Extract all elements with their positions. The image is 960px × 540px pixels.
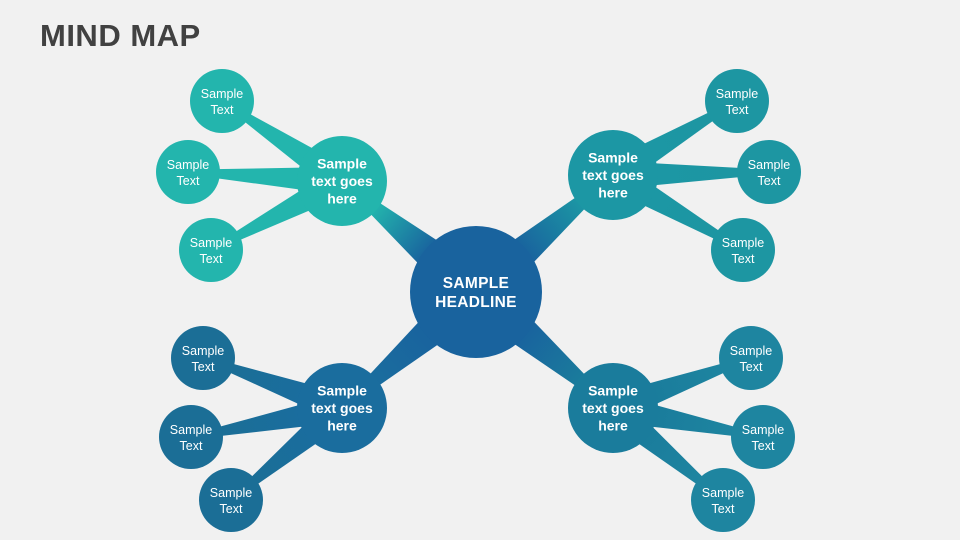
node-top-right-leaf-1-label-line-2: Text — [726, 103, 749, 117]
node-top-right-leaf-1-circle[interactable] — [705, 69, 769, 133]
node-top-left-leaf-1-circle[interactable] — [190, 69, 254, 133]
connector-center-to-bottom-right — [513, 320, 587, 387]
node-hub-top-right-label-line-1: Sample — [588, 150, 638, 166]
page-title: MIND MAP — [40, 18, 201, 53]
connector-bottom-right-to-leaf-2 — [651, 404, 737, 437]
node-top-right-leaf-2-circle[interactable] — [737, 140, 801, 204]
connector-bottom-right-to-leaf-3 — [637, 425, 705, 486]
connector-bottom-left-to-leaf-3 — [249, 425, 318, 486]
connector-top-left-to-leaf-1 — [242, 112, 314, 168]
node-bottom-right-leaf-3-label-line-1: Sample — [702, 486, 744, 500]
node-hub-top-left-label-line-2: text goes — [311, 173, 373, 189]
node-bottom-right-leaf-1-circle[interactable] — [719, 326, 783, 390]
connector-top-right-to-leaf-1 — [642, 111, 716, 164]
connector-bottom-left-to-leaf-2 — [217, 404, 304, 437]
node-bottom-left-leaf-3-circle[interactable] — [199, 468, 263, 532]
node-hub-bottom-left-circle[interactable] — [297, 363, 387, 453]
node-top-right-leaf-3-label-line-1: Sample — [722, 236, 764, 250]
node-top-left-leaf-2-label-line-1: Sample — [167, 158, 209, 172]
node-top-right-leaf-3-label-line-2: Text — [732, 252, 755, 266]
node-top-left-leaf-3-label-line-2: Text — [200, 252, 223, 266]
node-bottom-left-leaf-1-label-line-1: Sample — [182, 344, 224, 358]
node-hub-bottom-right-label-line-1: Sample — [588, 383, 638, 399]
node-hub-bottom-left-label-line-1: Sample — [317, 383, 367, 399]
connector-center-to-top-right — [513, 196, 587, 264]
node-bottom-right-leaf-3-label-line-2: Text — [712, 502, 735, 516]
node-top-left-leaf-2-label-line-2: Text — [177, 174, 200, 188]
connector-top-right-to-leaf-2 — [653, 163, 742, 186]
connector-bottom-right-to-leaf-1 — [647, 363, 727, 405]
node-top-right-leaf-2-label-line-2: Text — [758, 174, 781, 188]
node-hub-top-right-label-line-2: text goes — [582, 167, 644, 183]
node-center-headline-label-line-1: SAMPLE — [443, 275, 509, 292]
node-bottom-right-leaf-2-circle[interactable] — [731, 405, 795, 469]
node-top-left-leaf-3-label-line-1: Sample — [190, 236, 232, 250]
node-bottom-right-leaf-3-circle[interactable] — [691, 468, 755, 532]
node-center-headline-circle[interactable] — [410, 226, 542, 358]
node-center-headline[interactable]: SAMPLE HEADLINE — [410, 226, 542, 358]
node-hub-top-right-label-line-3: here — [598, 185, 628, 201]
node-bottom-right-leaf-1-label-line-1: Sample — [730, 344, 772, 358]
nodes-layer: SampleTextSampleTextSampleTextSampleText… — [156, 69, 801, 532]
node-hub-bottom-left-label-line-3: here — [327, 418, 357, 434]
node-top-left-leaf-1-label-line-1: Sample — [201, 87, 243, 101]
node-hub-bottom-right-label-line-3: here — [598, 418, 628, 434]
connector-center-to-bottom-left — [368, 321, 439, 387]
node-bottom-left-leaf-2-label-line-1: Sample — [170, 423, 212, 437]
node-bottom-left-leaf-1-label-line-2: Text — [192, 360, 215, 374]
node-bottom-right-leaf-2-label-line-1: Sample — [742, 423, 784, 437]
node-bottom-left-leaf-3-label-line-1: Sample — [210, 486, 252, 500]
connector-top-left-to-leaf-2 — [215, 167, 302, 190]
node-bottom-left-leaf-2-circle[interactable] — [159, 405, 223, 469]
node-hub-top-right-circle[interactable] — [568, 130, 658, 220]
node-hub-top-left-circle[interactable] — [297, 136, 387, 226]
node-hub-bottom-left-label-line-2: text goes — [311, 400, 373, 416]
node-center-headline-label-line-2: HEADLINE — [435, 294, 517, 311]
node-top-left-leaf-2-circle[interactable] — [156, 140, 220, 204]
connector-center-to-top-left — [369, 201, 438, 265]
node-top-right-leaf-2-label-line-1: Sample — [748, 158, 790, 172]
connectors-layer — [215, 111, 742, 486]
node-top-right-leaf-3-circle[interactable] — [711, 218, 775, 282]
connector-bottom-left-to-leaf-1 — [227, 363, 308, 405]
connector-top-left-to-leaf-3 — [233, 190, 311, 241]
node-bottom-right-leaf-1-label-line-2: Text — [740, 360, 763, 374]
node-bottom-left-leaf-2-label-line-2: Text — [180, 439, 203, 453]
node-hub-bottom-right-circle[interactable] — [568, 363, 658, 453]
node-top-right-leaf-1-label-line-1: Sample — [716, 87, 758, 101]
node-top-left-leaf-1-label-line-2: Text — [211, 103, 234, 117]
node-hub-bottom-right-label-line-2: text goes — [582, 400, 644, 416]
connector-top-right-to-leaf-3 — [643, 185, 721, 240]
node-bottom-left-leaf-1-circle[interactable] — [171, 326, 235, 390]
node-bottom-left-leaf-3-label-line-2: Text — [220, 502, 243, 516]
node-bottom-right-leaf-2-label-line-2: Text — [752, 439, 775, 453]
node-top-left-leaf-3-circle[interactable] — [179, 218, 243, 282]
node-hub-top-left-label-line-1: Sample — [317, 156, 367, 172]
node-hub-top-left-label-line-3: here — [327, 191, 357, 207]
